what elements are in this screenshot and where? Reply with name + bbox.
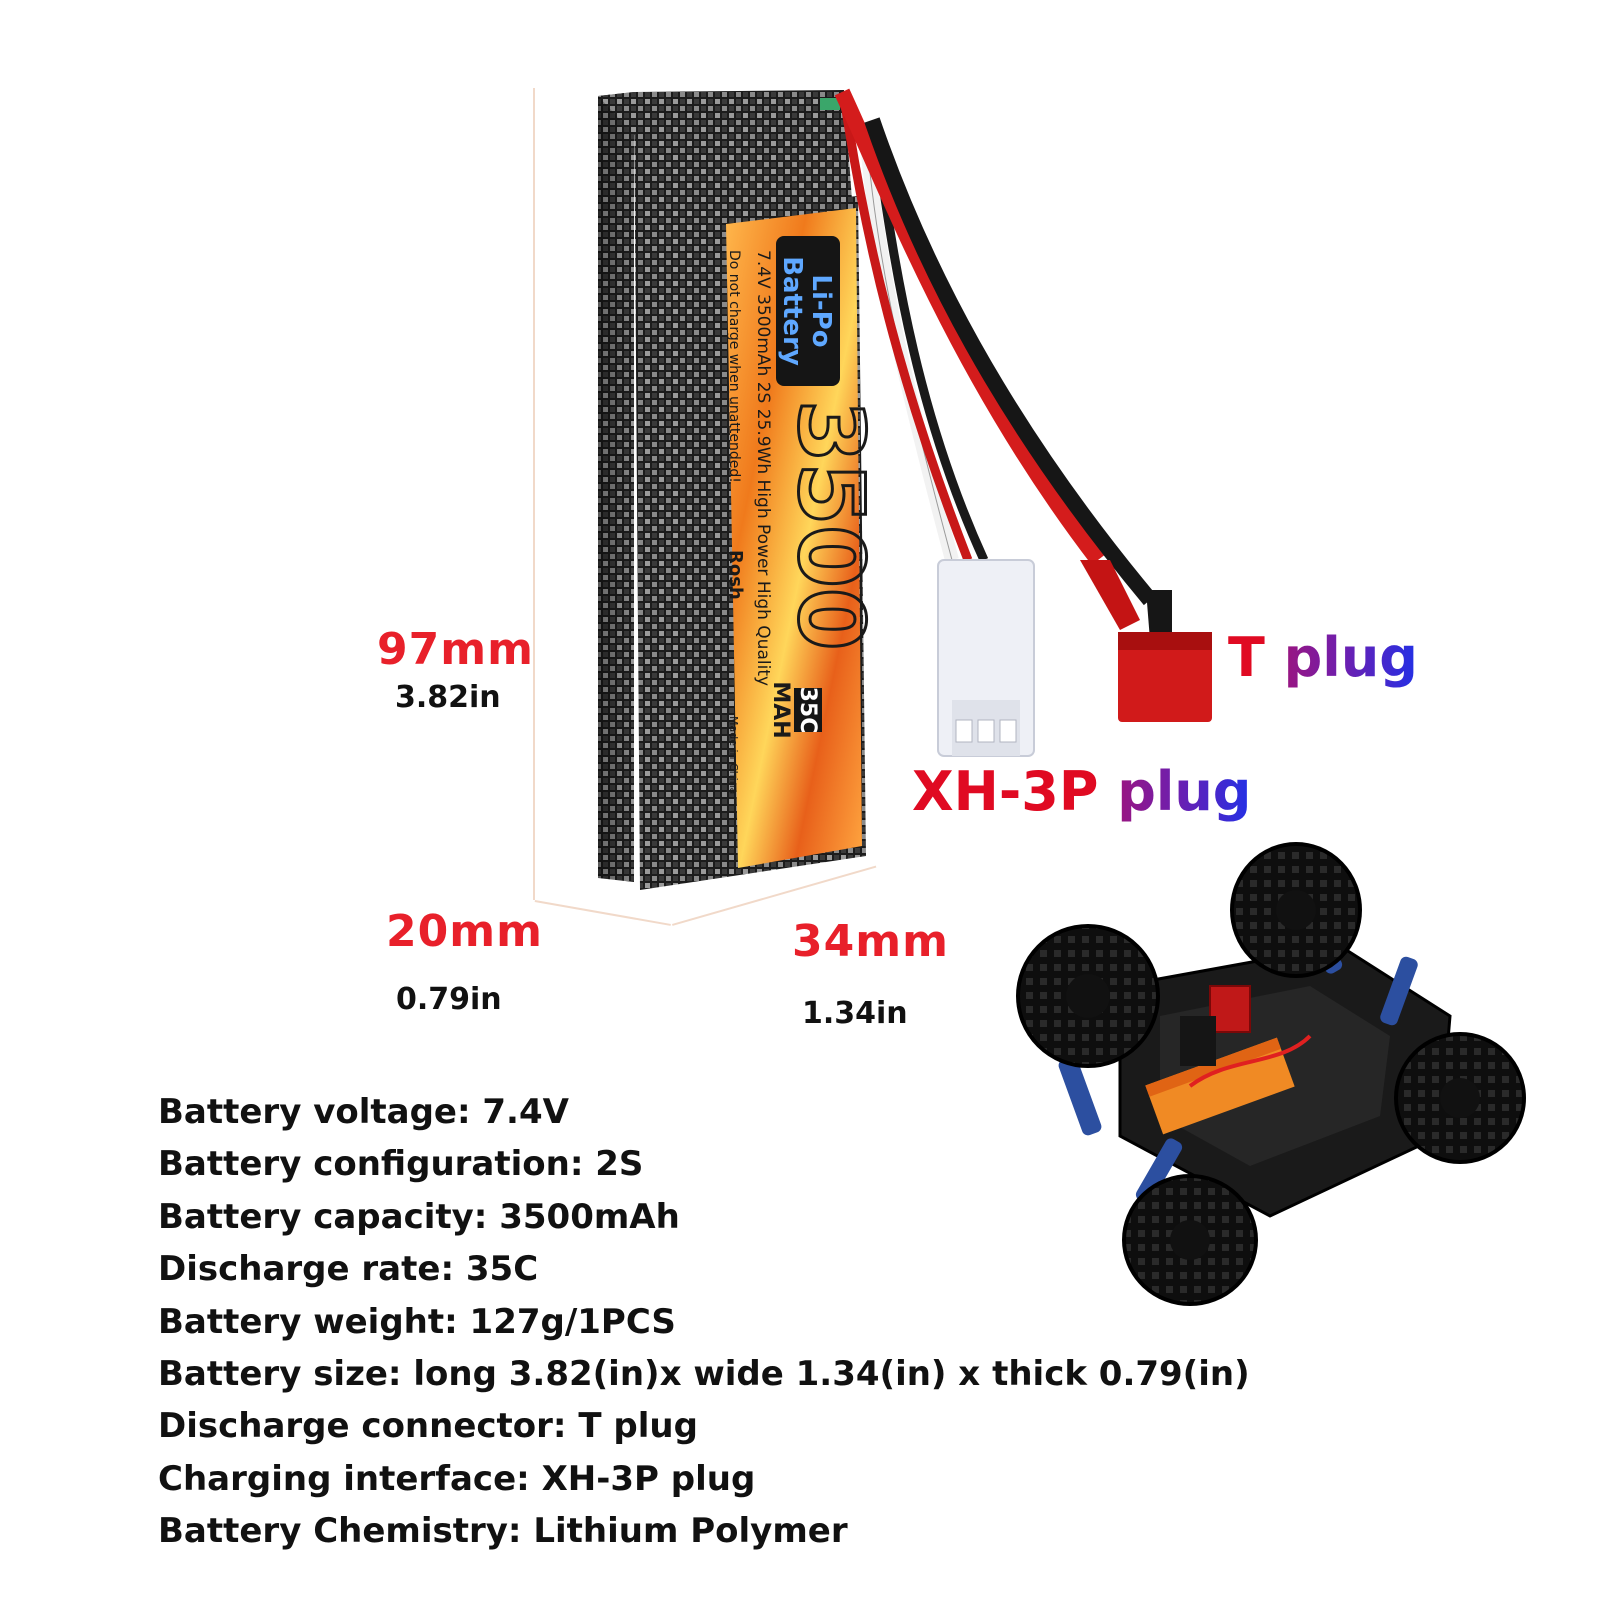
t-plug-connector xyxy=(1080,560,1212,722)
battery-unit: MAH xyxy=(768,681,793,738)
battery-origin: Made in China xyxy=(727,716,740,794)
spec-configuration: Battery configuration: 2S xyxy=(158,1144,644,1185)
power-wire-red xyxy=(834,88,1105,565)
power-wire-black xyxy=(864,117,1157,606)
spec-capacity: Battery capacity: 3500mAh xyxy=(158,1196,680,1237)
battery-type-line1: Li-Po xyxy=(806,274,836,347)
spec-charging-interface: Charging interface: XH-3P plug xyxy=(158,1458,756,1499)
battery-spec-line: 7.4V 3500mAh 2S 25.9Wh High Power High Q… xyxy=(753,250,773,686)
t-plug-label-prefix: T xyxy=(1228,626,1265,689)
battery-top xyxy=(598,90,852,214)
balance-wire-red xyxy=(841,109,973,562)
battery-rating: 35C xyxy=(795,687,820,734)
battery-type-line2: Battery xyxy=(777,256,807,366)
battery-capacity-big: 3500 xyxy=(778,400,883,651)
specifications-list: Battery voltage: 7.4V Battery configurat… xyxy=(158,1086,1250,1558)
spec-voltage: Battery voltage: 7.4V xyxy=(158,1092,569,1132)
width-in-label: 1.34in xyxy=(802,996,908,1031)
xh-plug-label: XH-3P plug xyxy=(912,760,1251,823)
xh-plug-label-prefix: XH-3P xyxy=(912,760,1099,823)
spec-size: Battery size: long 3.82(in)x wide 1.34(i… xyxy=(158,1353,1250,1394)
width-mm-label: 34mm xyxy=(792,916,949,967)
xh-plug-label-suffix: plug xyxy=(1117,760,1252,823)
length-mm-label: 97mm xyxy=(377,624,534,675)
spec-chemistry: Battery Chemistry: Lithium Polymer xyxy=(158,1511,848,1552)
thickness-mm-label: 20mm xyxy=(386,906,543,957)
spec-discharge-connector: Discharge connector: T plug xyxy=(158,1406,698,1447)
battery-warning: Do not charge when unattended! xyxy=(726,250,742,483)
length-in-label: 3.82in xyxy=(395,680,501,715)
battery-brand: Rosh xyxy=(725,550,746,600)
t-plug-label-suffix: plug xyxy=(1283,626,1418,689)
height-dimension-line xyxy=(533,88,535,900)
thickness-in-label: 0.79in xyxy=(396,982,502,1017)
t-plug-label: T plug xyxy=(1228,626,1418,689)
xh-3p-connector xyxy=(937,559,1035,757)
spec-weight: Battery weight: 127g/1PCS xyxy=(158,1301,676,1342)
rc-car-image xyxy=(1016,842,1526,1306)
spec-discharge-rate: Discharge rate: 35C xyxy=(158,1249,539,1290)
